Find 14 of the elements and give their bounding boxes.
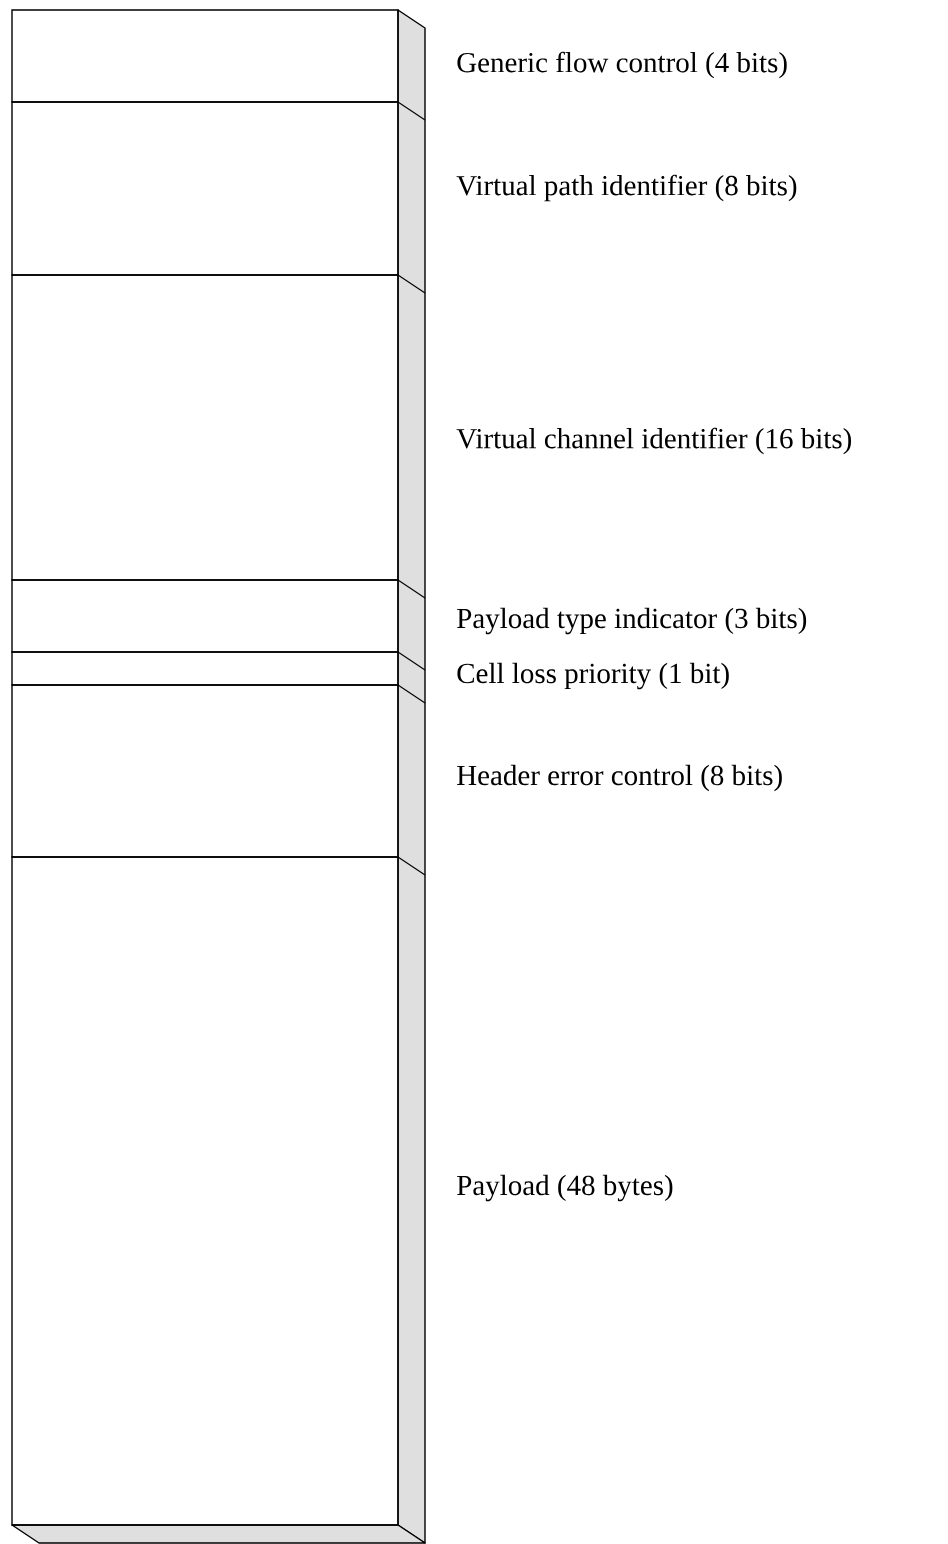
field-label: Virtual path identifier (8 bits) — [456, 174, 797, 202]
field-segment — [11, 274, 399, 581]
field-label: Payload type indicator (3 bits) — [457, 607, 807, 635]
field-label: Generic flow control (4 bits) — [457, 51, 787, 79]
field-segment — [11, 101, 399, 276]
field-segment — [11, 856, 399, 1526]
field-segment — [11, 684, 399, 858]
field-label: Payload (48 bytes) — [457, 1174, 673, 1202]
field-segment — [11, 9, 399, 103]
field-label: Cell loss priority (1 bit) — [457, 662, 729, 690]
field-segment — [11, 651, 399, 686]
field-segment — [11, 579, 399, 653]
field-label: Header error control (8 bits) — [457, 764, 782, 792]
field-label: Virtual channel identifier (16 bits) — [456, 427, 852, 455]
